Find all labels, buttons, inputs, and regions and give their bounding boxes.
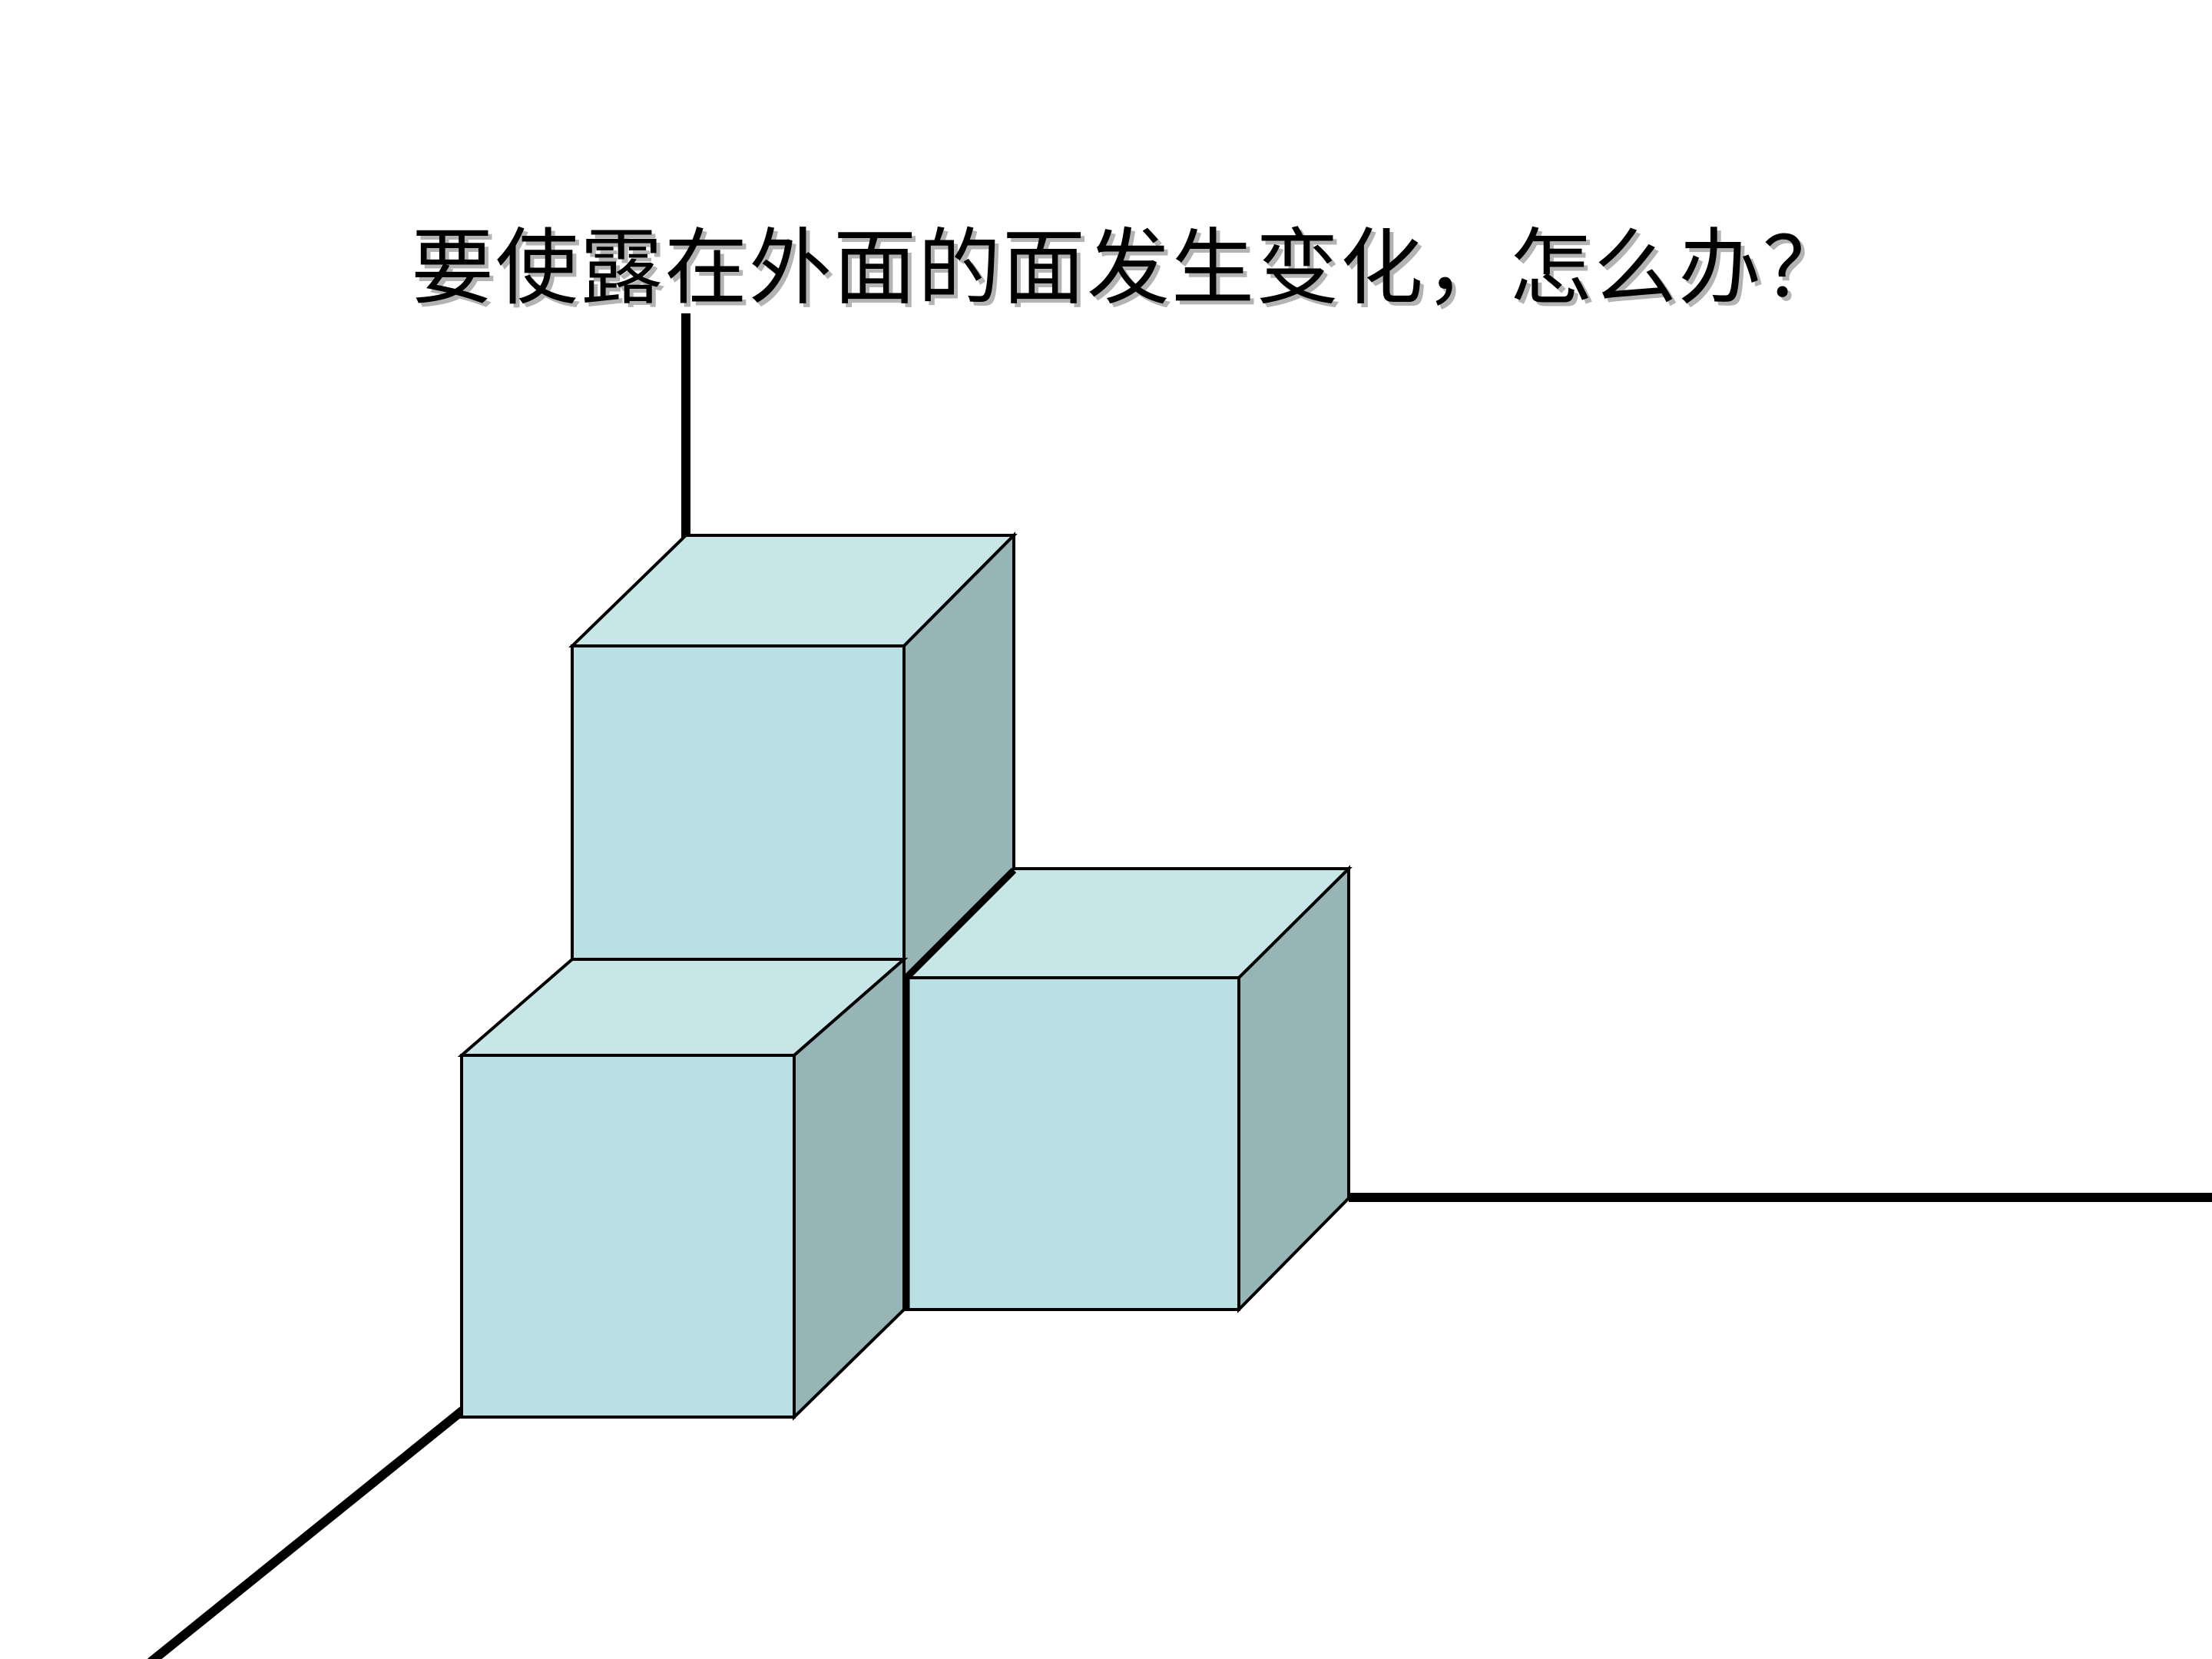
front-left-cube xyxy=(457,955,909,1421)
right-cube-front-face xyxy=(903,976,1240,1311)
front-left-cube-front-face xyxy=(460,1054,796,1419)
slide-title: 要使露在外面的面发生变化，怎么办？ xyxy=(410,220,1847,316)
top-cube-front-face xyxy=(571,644,906,979)
inner-corner-edge-diagonal xyxy=(903,867,1017,981)
diagonal-axis xyxy=(147,1406,467,1659)
top-cube xyxy=(568,531,1018,982)
right-cube xyxy=(901,865,1353,1313)
